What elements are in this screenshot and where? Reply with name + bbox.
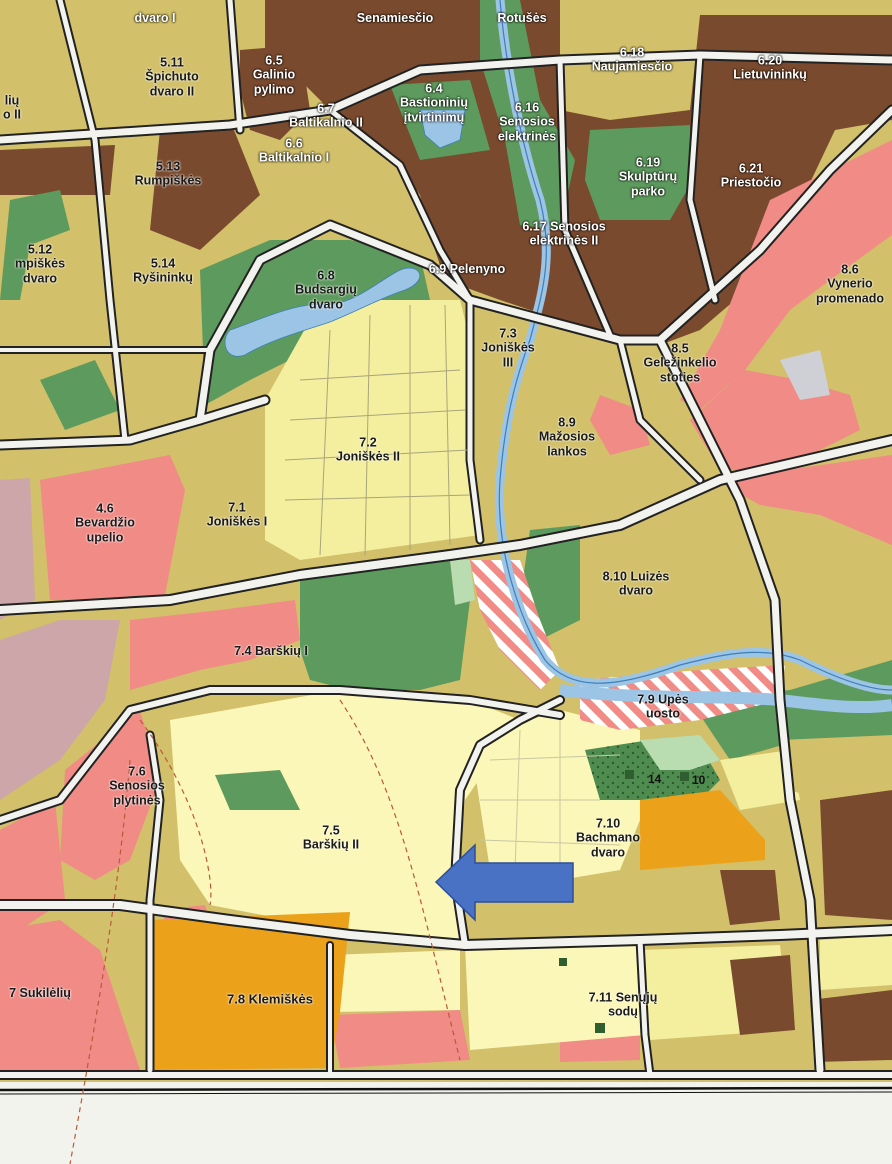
park-river-east — [690, 660, 892, 760]
building-sodu — [595, 1023, 605, 1033]
zone-brown-east-4 — [810, 990, 892, 1062]
street-grid-joniskes — [284, 304, 471, 556]
zone-bevardzio — [40, 455, 185, 600]
zone-pink-right-upper — [680, 140, 892, 410]
zone-grey — [780, 350, 830, 400]
zone-mauve-left — [0, 478, 35, 620]
moat-water — [419, 109, 466, 149]
dashed-boundaries — [69, 699, 461, 1164]
park-light — [640, 735, 720, 770]
zone-pink-right-low — [715, 455, 892, 545]
pond-budsargiu — [224, 267, 421, 357]
blue-arrow-pointer — [434, 843, 574, 922]
zone-pink-klemiskes — [330, 1010, 470, 1068]
park-barskiu — [300, 560, 470, 690]
railway-line-2 — [0, 1091, 892, 1095]
zone-pink-sukileliu — [0, 920, 140, 1075]
zone-joniskes-ii — [265, 300, 480, 560]
zone-brown-east-3 — [820, 790, 892, 920]
zone-yellow-7-10-east — [720, 750, 800, 810]
zone-brown-east-1 — [720, 870, 780, 925]
building-10 — [680, 772, 689, 781]
park-skulpturu — [585, 125, 690, 220]
river-south-channel — [559, 684, 892, 714]
railway-line — [0, 1086, 892, 1092]
street-grid-bachmano — [479, 720, 621, 875]
zone-olive-east — [780, 735, 892, 800]
zone-river-hatch — [470, 560, 560, 690]
label-14: 14 — [648, 772, 662, 786]
roads-fill — [0, 0, 892, 1078]
outside-plan-area — [0, 1082, 892, 1164]
zone-pink-7-6 — [60, 710, 160, 880]
zone-barskiu-ii — [170, 690, 520, 945]
zone-pink-7-4 — [130, 600, 300, 690]
zone-mauve-left-low — [0, 620, 120, 800]
label-10: 10 — [692, 773, 706, 787]
building-14 — [625, 770, 634, 779]
park-small-7-5 — [215, 770, 300, 810]
river-dane-edge — [498, 0, 892, 691]
zone-yellow-east — [820, 935, 892, 990]
strip-light-green — [450, 560, 475, 605]
zone-klemiskes-orange — [150, 912, 350, 1070]
park-left-mid — [40, 360, 120, 430]
park-5-12 — [0, 190, 70, 300]
zone-klemiskes-east — [330, 950, 460, 1012]
zone-brown-east-2 — [730, 955, 795, 1035]
zone-baltikalnio — [150, 120, 260, 250]
zone-pink-sodu — [560, 1035, 640, 1062]
zone-senuju-sodu — [465, 940, 645, 1050]
zone-pink-left-low — [0, 800, 65, 930]
zone-rumpiskes-brown — [0, 145, 115, 195]
zone-bachmano-orange — [640, 790, 765, 870]
building-sodu-2 — [559, 958, 567, 966]
